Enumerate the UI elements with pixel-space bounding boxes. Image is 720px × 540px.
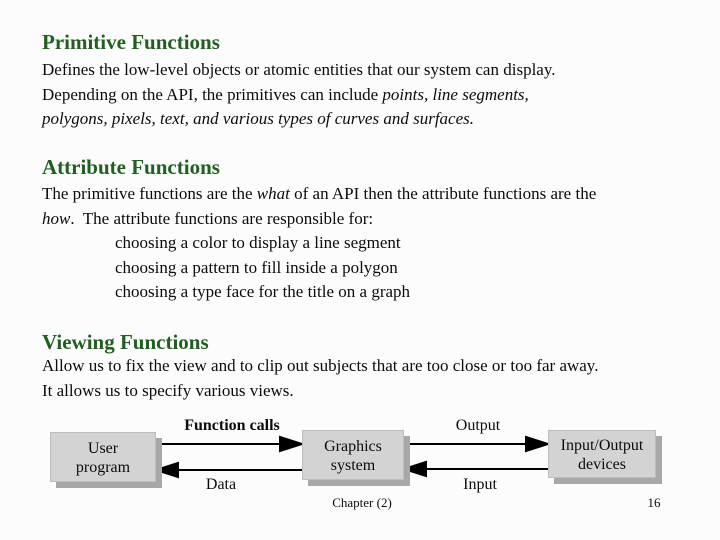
text-segment-italic: polygons, pixels, text, and various type… xyxy=(42,109,475,128)
text-segment: choosing a pattern to fill inside a poly… xyxy=(115,257,398,277)
output-arrowhead-icon xyxy=(525,435,552,453)
heading-viewing-functions: Viewing Functions xyxy=(42,330,209,354)
heading-attribute-functions: Attribute Functions xyxy=(42,155,220,179)
text-segment: Depending on the API, the primitives can… xyxy=(42,84,383,104)
text-segment: Defines the low-level objects or atomic … xyxy=(42,60,556,79)
box-label-line: program xyxy=(75,459,131,476)
box-label-line: system xyxy=(330,457,376,474)
text-line: The primitive functions are the what of … xyxy=(42,182,596,207)
diagram-box-graphics-system: Graphics system xyxy=(302,430,404,480)
heading-primitive-functions: Primitive Functions xyxy=(42,30,220,54)
text-segment: choosing a color to display a line segme… xyxy=(115,233,401,252)
data-arrowhead-icon xyxy=(152,461,179,479)
box-label-line: devices xyxy=(578,456,626,473)
text-line: Defines the low-level objects or atomic … xyxy=(42,58,555,83)
input-arrowhead-icon xyxy=(400,460,427,478)
text-line: It allows us to specify various views. xyxy=(42,379,598,404)
text-segment-italic: how xyxy=(42,208,71,228)
text-segment: Allow us to fix the view and to clip out… xyxy=(42,356,599,375)
paragraph-primitive-functions: Defines the low-level objects or atomic … xyxy=(42,58,555,132)
text-line: Allow us to fix the view and to clip out… xyxy=(42,354,598,379)
arrow-label-data: Data xyxy=(205,476,237,493)
text-segment: It allows us to specify various views. xyxy=(42,380,294,400)
diagram-box-user-program: User program xyxy=(50,432,156,482)
text-segment: choosing a type face for the title on a … xyxy=(115,282,411,301)
box-label-line: User xyxy=(87,440,119,457)
text-line: Depending on the API, the primitives can… xyxy=(42,83,555,108)
text-segment: . The attribute functions are responsibl… xyxy=(70,208,374,228)
text-segment-italic: what xyxy=(256,184,290,203)
text-segment: The primitive functions are the xyxy=(42,184,257,203)
paragraph-attribute-functions: The primitive functions are the what of … xyxy=(42,182,596,305)
page-number: 16 xyxy=(647,495,661,510)
list-item: choosing a pattern to fill inside a poly… xyxy=(42,256,596,281)
list-item: choosing a type face for the title on a … xyxy=(42,280,596,305)
list-item: choosing a color to display a line segme… xyxy=(42,231,596,256)
box-label-line: Input/Output xyxy=(560,437,644,454)
text-line: polygons, pixels, text, and various type… xyxy=(42,107,555,132)
arrow-label-output: Output xyxy=(455,417,501,434)
diagram-box-io-devices: Input/Output devices xyxy=(548,430,656,478)
function-calls-arrowhead-icon xyxy=(279,435,306,453)
footer-chapter-label: Chapter (2) xyxy=(332,495,392,510)
paragraph-viewing-functions: Allow us to fix the view and to clip out… xyxy=(42,354,598,403)
arrow-label-function-calls: Function calls xyxy=(184,417,280,434)
box-label-line: Graphics xyxy=(324,438,382,455)
text-segment-italic: points, line segments, xyxy=(382,84,529,104)
text-segment: of an API then the attribute functions a… xyxy=(289,184,597,203)
arrow-label-input: Input xyxy=(463,476,497,493)
text-line: how. The attribute functions are respons… xyxy=(42,207,596,232)
